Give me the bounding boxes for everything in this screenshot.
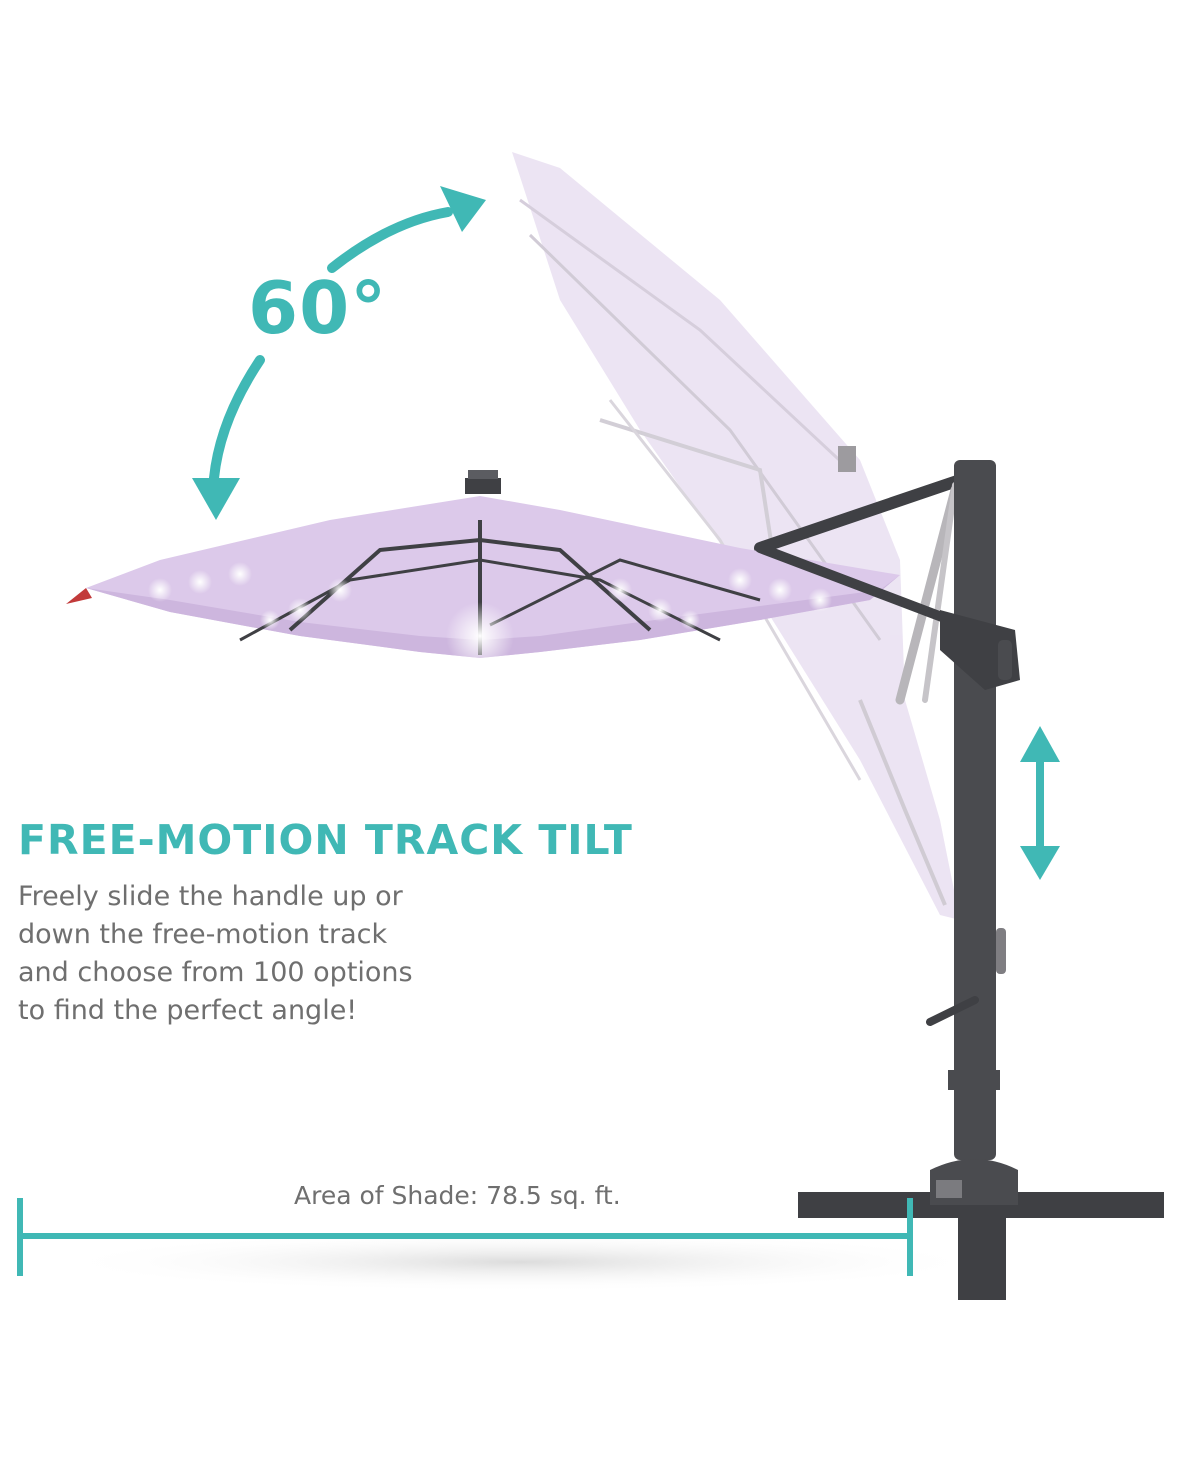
- cross-base: [798, 1159, 1164, 1300]
- vertical-slide-arrow: [1020, 726, 1060, 880]
- feature-headline: FREE-MOTION TRACK TILT: [18, 816, 633, 864]
- description-line: down the free-motion track: [18, 919, 388, 950]
- tilted-canopy: [512, 152, 960, 920]
- open-canopy: [66, 470, 900, 670]
- description-line: Freely slide the handle up or: [18, 881, 403, 912]
- tilt-angle-label: 60°: [248, 266, 388, 350]
- support-arms: [754, 474, 966, 705]
- ground-shadow: [50, 1232, 990, 1292]
- feature-description: Freely slide the handle up or down the f…: [18, 878, 488, 1030]
- umbrella-pole: [755, 460, 1020, 1160]
- shade-area-label: Area of Shade: 78.5 sq. ft.: [294, 1181, 621, 1210]
- tilt-arc-arrow: [192, 186, 486, 520]
- shade-span-marker: [17, 1198, 913, 1276]
- description-line: and choose from 100 options: [18, 957, 413, 988]
- description-line: to find the perfect angle!: [18, 995, 358, 1026]
